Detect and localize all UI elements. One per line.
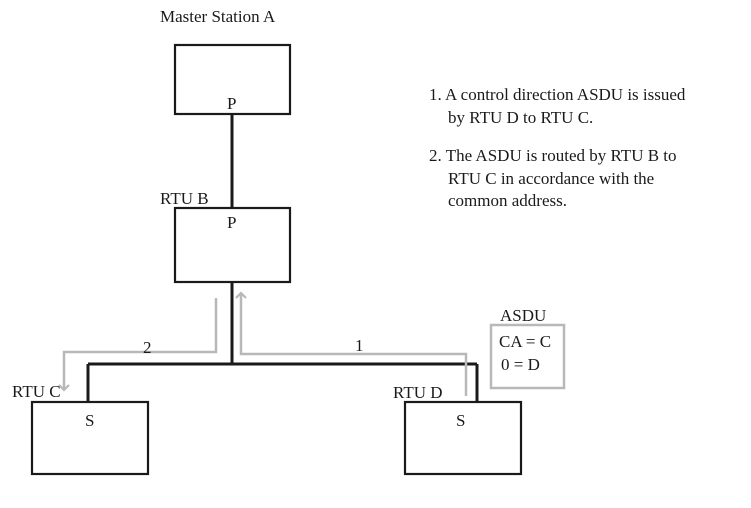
rtu-d-label: RTU D bbox=[393, 383, 443, 402]
rtu-b-box bbox=[173, 206, 292, 284]
asdu-box bbox=[489, 323, 566, 390]
note-2-line-2: RTU C in accordance with the bbox=[448, 169, 654, 188]
master-station-label: Master Station A bbox=[160, 7, 276, 26]
note-1-line-2: by RTU D to RTU C. bbox=[448, 108, 593, 127]
route-2-label: 2 bbox=[143, 338, 152, 357]
rtu-c-box bbox=[30, 400, 150, 476]
note-1: 1. A control direction ASDU is issued by… bbox=[429, 85, 686, 127]
master-port-label: P bbox=[227, 94, 236, 113]
rtu-b-port-label: P bbox=[227, 213, 236, 232]
route-1-label: 1 bbox=[355, 336, 364, 355]
note-2: 2. The ASDU is routed by RTU B to RTU C … bbox=[429, 146, 677, 210]
rtu-d-port-label: S bbox=[456, 411, 465, 430]
asdu-line-1: CA = C bbox=[499, 332, 551, 351]
route-1-arrow bbox=[235, 291, 468, 396]
note-1-line-1: 1. A control direction ASDU is issued bbox=[429, 85, 686, 104]
rtu-c-label: RTU C bbox=[12, 382, 61, 401]
rtu-d-box bbox=[403, 400, 523, 476]
rtu-b-label: RTU B bbox=[160, 189, 209, 208]
note-2-line-3: common address. bbox=[448, 191, 567, 210]
route-2-arrow bbox=[58, 298, 218, 392]
master-station-box bbox=[173, 43, 292, 116]
rtu-c-port-label: S bbox=[85, 411, 94, 430]
asdu-line-2: 0 = D bbox=[501, 355, 540, 374]
note-2-line-1: 2. The ASDU is routed by RTU B to bbox=[429, 146, 677, 165]
asdu-title: ASDU bbox=[500, 306, 546, 325]
